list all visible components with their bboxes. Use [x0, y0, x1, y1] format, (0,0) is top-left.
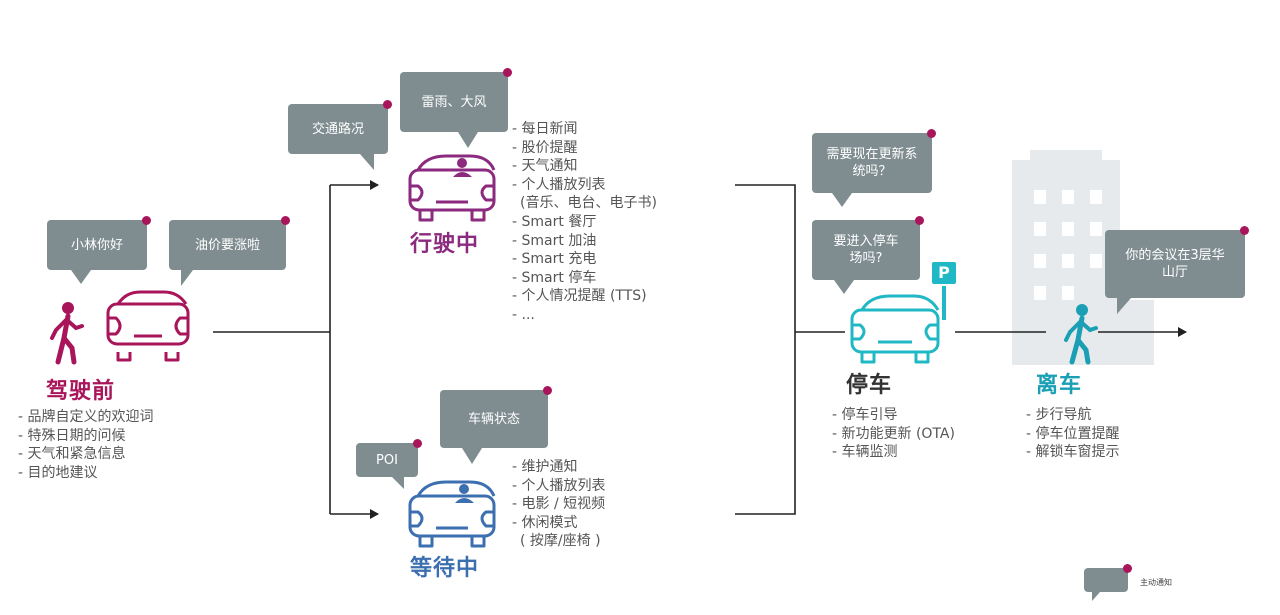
stage-title-leave: 离车: [1036, 373, 1083, 398]
parking-sign-icon: [932, 262, 956, 320]
list-item: 停车位置提醒: [1026, 425, 1120, 444]
car-icon: [106, 290, 190, 362]
list-item: Smart 停车: [512, 269, 657, 288]
walking-person-icon: [50, 302, 84, 365]
bubble-text: 车辆状态: [467, 411, 520, 427]
notification-bubble: POI: [356, 439, 422, 489]
notification-bubble: 小林你好: [47, 216, 151, 284]
before-feature-list: 品牌自定义的欢迎词 特殊日期的问候 天气和紧急信息 目的地建议: [18, 408, 154, 482]
stage-title-waiting: 等待中: [410, 556, 480, 581]
car-driver-icon: [408, 480, 496, 548]
stage-title-parking: 停车: [846, 373, 893, 398]
notify-dot-icon: [413, 439, 422, 448]
list-item: 维护通知: [512, 458, 606, 477]
list-item: 品牌自定义的欢迎词: [18, 408, 154, 427]
waiting-feature-list: 维护通知 个人播放列表 电影 / 短视频 休闲模式 ( 按摩/座椅 ): [512, 458, 606, 551]
list-item: 天气通知: [512, 157, 657, 176]
bubble-text: 油价要涨啦: [194, 237, 260, 253]
notification-bubble: 需要现在更新系统吗？: [812, 129, 936, 207]
bubble-text: 你的会议在3层华山厅: [1125, 248, 1225, 280]
list-item: 目的地建议: [18, 464, 154, 483]
list-item: ( 按摩/座椅 ): [520, 533, 601, 550]
list-item: Smart 充电: [512, 250, 657, 269]
connector-lines: [213, 180, 1187, 519]
list-item: Smart 加油: [512, 232, 657, 251]
legend-label: 主动通知: [1140, 578, 1172, 587]
notify-dot-icon: [927, 129, 936, 138]
notify-dot-icon: [915, 216, 924, 225]
notification-bubble: 车辆状态: [440, 386, 552, 464]
notification-bubble: 要进入停车场吗?: [812, 216, 924, 294]
bubble-text: 需要现在更新系统吗？: [826, 147, 918, 179]
notify-dot-icon: [1240, 226, 1249, 235]
car-driver-icon: [408, 154, 496, 222]
list-item: 休闲模式: [512, 514, 606, 533]
notify-dot-icon: [142, 216, 151, 225]
parking-feature-list: 停车引导 新功能更新 (OTA) 车辆监测: [832, 406, 955, 462]
list-item: (音乐、电台、电子书): [520, 195, 657, 212]
list-item: 停车引导: [832, 406, 955, 425]
notification-bubble: 交通路况: [288, 100, 392, 170]
list-item: Smart 餐厅: [512, 213, 657, 232]
notification-bubble: 雷雨、大风: [400, 68, 512, 148]
driving-feature-list: 每日新闻 股价提醒 天气通知 个人播放列表 (音乐、电台、电子书) Smart …: [512, 120, 657, 325]
list-item: 个人情况提醒 (TTS): [512, 287, 657, 306]
notify-dot-icon: [281, 216, 290, 225]
list-item: 个人播放列表: [512, 477, 606, 496]
car-icon: [850, 294, 940, 364]
list-item: 天气和紧急信息: [18, 445, 154, 464]
leave-feature-list: 步行导航 停车位置提醒 解锁车窗提示: [1026, 406, 1120, 462]
list-item: 车辆监测: [832, 443, 955, 462]
list-item: 新功能更新 (OTA): [832, 425, 955, 444]
bubble-text: 雷雨、大风: [421, 94, 487, 110]
list-item: 步行导航: [1026, 406, 1120, 425]
bubble-text: POI: [376, 452, 398, 468]
stage-title-driving: 行驶中: [410, 232, 480, 257]
parking-sign-label: P: [938, 263, 950, 282]
bubble-text: 小林你好: [70, 237, 123, 253]
walking-person-icon: [1064, 304, 1098, 365]
bubble-text: 交通路况: [311, 121, 364, 137]
list-item: 电影 / 短视频: [512, 495, 606, 514]
legend-bubble-icon: [1084, 564, 1132, 601]
notification-bubble: 你的会议在3层华山厅: [1105, 226, 1249, 314]
stage-title-before: 驾驶前: [46, 379, 116, 404]
list-item: 个人播放列表: [512, 176, 657, 195]
notification-bubble: 油价要涨啦: [169, 216, 290, 286]
bubble-text: 要进入停车场吗?: [833, 234, 899, 266]
list-item: 特殊日期的问候: [18, 427, 154, 446]
notify-dot-icon: [543, 386, 552, 395]
list-item: ...: [512, 306, 657, 325]
list-item: 股价提醒: [512, 139, 657, 158]
notify-dot-icon: [383, 100, 392, 109]
list-item: 解锁车窗提示: [1026, 443, 1120, 462]
notify-dot-icon: [1123, 564, 1132, 573]
list-item: 每日新闻: [512, 120, 657, 139]
notify-dot-icon: [503, 68, 512, 77]
